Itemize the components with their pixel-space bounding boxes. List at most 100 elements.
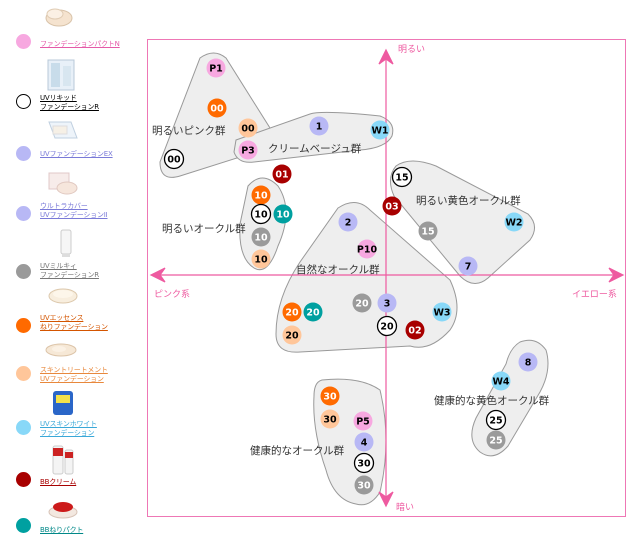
legend-swatch xyxy=(16,518,31,533)
shade-chip-circle xyxy=(251,249,271,269)
shade-chip-label: 10 xyxy=(254,210,268,221)
shade-chip[interactable]: 3 xyxy=(377,293,397,313)
group-label-bright-pink: 明るいピンク群 xyxy=(152,124,226,137)
legend-label[interactable]: ファンデーションパクトN xyxy=(40,40,120,48)
legend-item-bb-pact[interactable]: BBねりパクト xyxy=(14,498,146,542)
shade-chip[interactable]: 20 xyxy=(282,325,302,345)
shade-chip[interactable]: 20 xyxy=(282,302,302,322)
shade-chip-circle xyxy=(354,475,374,495)
shade-chip-label: 20 xyxy=(355,299,369,310)
shade-chip-label: 10 xyxy=(276,210,290,221)
legend-item-ultra-cover[interactable]: ウルトラカバー UVファンデーションII xyxy=(14,170,146,221)
shade-chip[interactable]: 25 xyxy=(485,409,507,431)
shade-chip[interactable]: 30 xyxy=(354,475,374,495)
shade-chip-circle xyxy=(273,204,293,224)
legend-item-milky[interactable]: UVミルキィ ファンデーションR xyxy=(14,228,146,279)
shade-chip[interactable]: 00 xyxy=(207,98,227,118)
shade-chip[interactable]: 8 xyxy=(518,352,538,372)
shade-chip-circle xyxy=(377,293,397,313)
shade-chip[interactable]: 00 xyxy=(163,148,185,170)
shade-chip-circle xyxy=(518,352,538,372)
group-labels: 明るいピンク群 クリームベージュ群 明るいオークル群 明るい黄色オークル群 自然… xyxy=(152,124,550,457)
arrow-left-icon xyxy=(149,267,166,283)
legend-item-liquid[interactable]: UVリキッド ファンデーションR xyxy=(14,58,146,111)
axis-label-right: イエロー系 xyxy=(572,289,617,300)
shade-chip[interactable]: P3 xyxy=(238,140,258,160)
shade-chip[interactable]: 25 xyxy=(486,430,506,450)
legend-label[interactable]: UVミルキィ ファンデーションR xyxy=(40,262,99,279)
shade-chip[interactable]: 7 xyxy=(458,256,478,276)
shade-chip-label: 01 xyxy=(275,170,288,181)
shade-chip[interactable]: W2 xyxy=(504,212,524,232)
shade-chip[interactable]: 20 xyxy=(303,302,323,322)
shade-chip-circle xyxy=(282,325,302,345)
shade-chip[interactable]: 10 xyxy=(251,185,271,205)
shade-chip-label: P1 xyxy=(209,64,223,75)
legend-item-pink[interactable]: ファンデーションパクトN xyxy=(14,4,146,49)
legend-item-bb-cream[interactable]: BBクリーム xyxy=(14,444,146,488)
shade-chip-label: W2 xyxy=(505,218,522,229)
shade-chip-label: 10 xyxy=(254,233,268,244)
shade-chip[interactable]: 4 xyxy=(354,432,374,452)
shade-chip[interactable]: 30 xyxy=(353,452,375,474)
shade-chip-circle xyxy=(376,315,398,337)
legend-label[interactable]: BBねりパクト xyxy=(40,526,84,534)
legend-label[interactable]: スキントリートメント UVファンデーション xyxy=(40,366,108,383)
legend-item-skin-treatment[interactable]: スキントリートメント UVファンデーション xyxy=(14,338,146,383)
legend-label[interactable]: UVエッセンス ねりファンデーション xyxy=(40,314,108,331)
shade-chip[interactable]: 20 xyxy=(376,315,398,337)
legend-item-uv-ex[interactable]: UVファンデーションEX xyxy=(14,118,146,162)
shade-chip-circle xyxy=(303,302,323,322)
shade-chip[interactable]: 20 xyxy=(352,293,372,313)
legend-label[interactable]: BBクリーム xyxy=(40,478,77,486)
group-label-bright-ochre: 明るいオークル群 xyxy=(162,222,246,235)
shade-chip[interactable]: 30 xyxy=(320,409,340,429)
shade-chip[interactable]: P10 xyxy=(357,239,378,259)
shade-chip-circle xyxy=(418,221,438,241)
shade-chip-circle xyxy=(320,409,340,429)
shade-chip-label: 25 xyxy=(489,416,502,427)
shade-chip[interactable]: 1 xyxy=(309,116,329,136)
shade-chip[interactable]: P5 xyxy=(353,411,373,431)
shade-chip[interactable]: P1 xyxy=(206,58,226,78)
shade-chip-circle xyxy=(207,98,227,118)
shade-chip-circle xyxy=(238,140,258,160)
shade-chip[interactable]: 00 xyxy=(238,118,258,138)
shade-chip[interactable]: 15 xyxy=(391,166,413,188)
legend-item-essence[interactable]: UVエッセンス ねりファンデーション xyxy=(14,284,146,333)
shade-chip-circle xyxy=(405,320,425,340)
shade-chip[interactable]: 15 xyxy=(418,221,438,241)
shade-chip[interactable]: 02 xyxy=(405,320,425,340)
shade-chip[interactable]: 01 xyxy=(272,164,292,184)
arrow-up-icon xyxy=(378,48,394,65)
legend-item-skin-white[interactable]: UVスキンホワイト ファンデーション xyxy=(14,390,146,437)
shade-chip[interactable]: 30 xyxy=(320,386,340,406)
shade-chip[interactable]: 2 xyxy=(338,212,358,232)
legend-label[interactable]: UVリキッド ファンデーションR xyxy=(40,94,99,111)
shade-chip[interactable]: 03 xyxy=(382,196,402,216)
shade-chip-label: 03 xyxy=(385,202,398,213)
shade-chip-circle xyxy=(282,302,302,322)
shade-chip-label: 2 xyxy=(345,218,352,229)
axis-labels: 明るい 暗い ピンク系 イエロー系 xyxy=(154,44,617,513)
legend-label[interactable]: ウルトラカバー UVファンデーションII xyxy=(40,202,108,219)
shade-chip[interactable]: 10 xyxy=(251,227,271,247)
shade-chip[interactable]: 10 xyxy=(273,204,293,224)
shade-chip[interactable]: 10 xyxy=(251,249,271,269)
shade-chip-circle xyxy=(504,212,524,232)
legend-swatch xyxy=(16,94,31,109)
shade-chip-circle xyxy=(458,256,478,276)
axis-label-left: ピンク系 xyxy=(154,289,190,300)
legend-label[interactable]: UVファンデーションEX xyxy=(40,150,113,158)
shade-chip-label: 20 xyxy=(380,322,394,333)
group-label-healthy-ochre: 健康的なオークル群 xyxy=(250,444,345,457)
shade-chip[interactable]: W3 xyxy=(432,302,452,322)
shade-chip[interactable]: 10 xyxy=(250,203,272,225)
legend-swatch xyxy=(16,420,31,435)
shade-chip[interactable]: W4 xyxy=(491,371,511,391)
shade-chip-circle xyxy=(250,203,272,225)
shade-chip-label: 20 xyxy=(306,308,320,319)
legend-label[interactable]: UVスキンホワイト ファンデーション xyxy=(40,420,97,437)
shade-chip[interactable]: W1 xyxy=(370,120,390,140)
shade-chip-circle xyxy=(357,239,377,259)
